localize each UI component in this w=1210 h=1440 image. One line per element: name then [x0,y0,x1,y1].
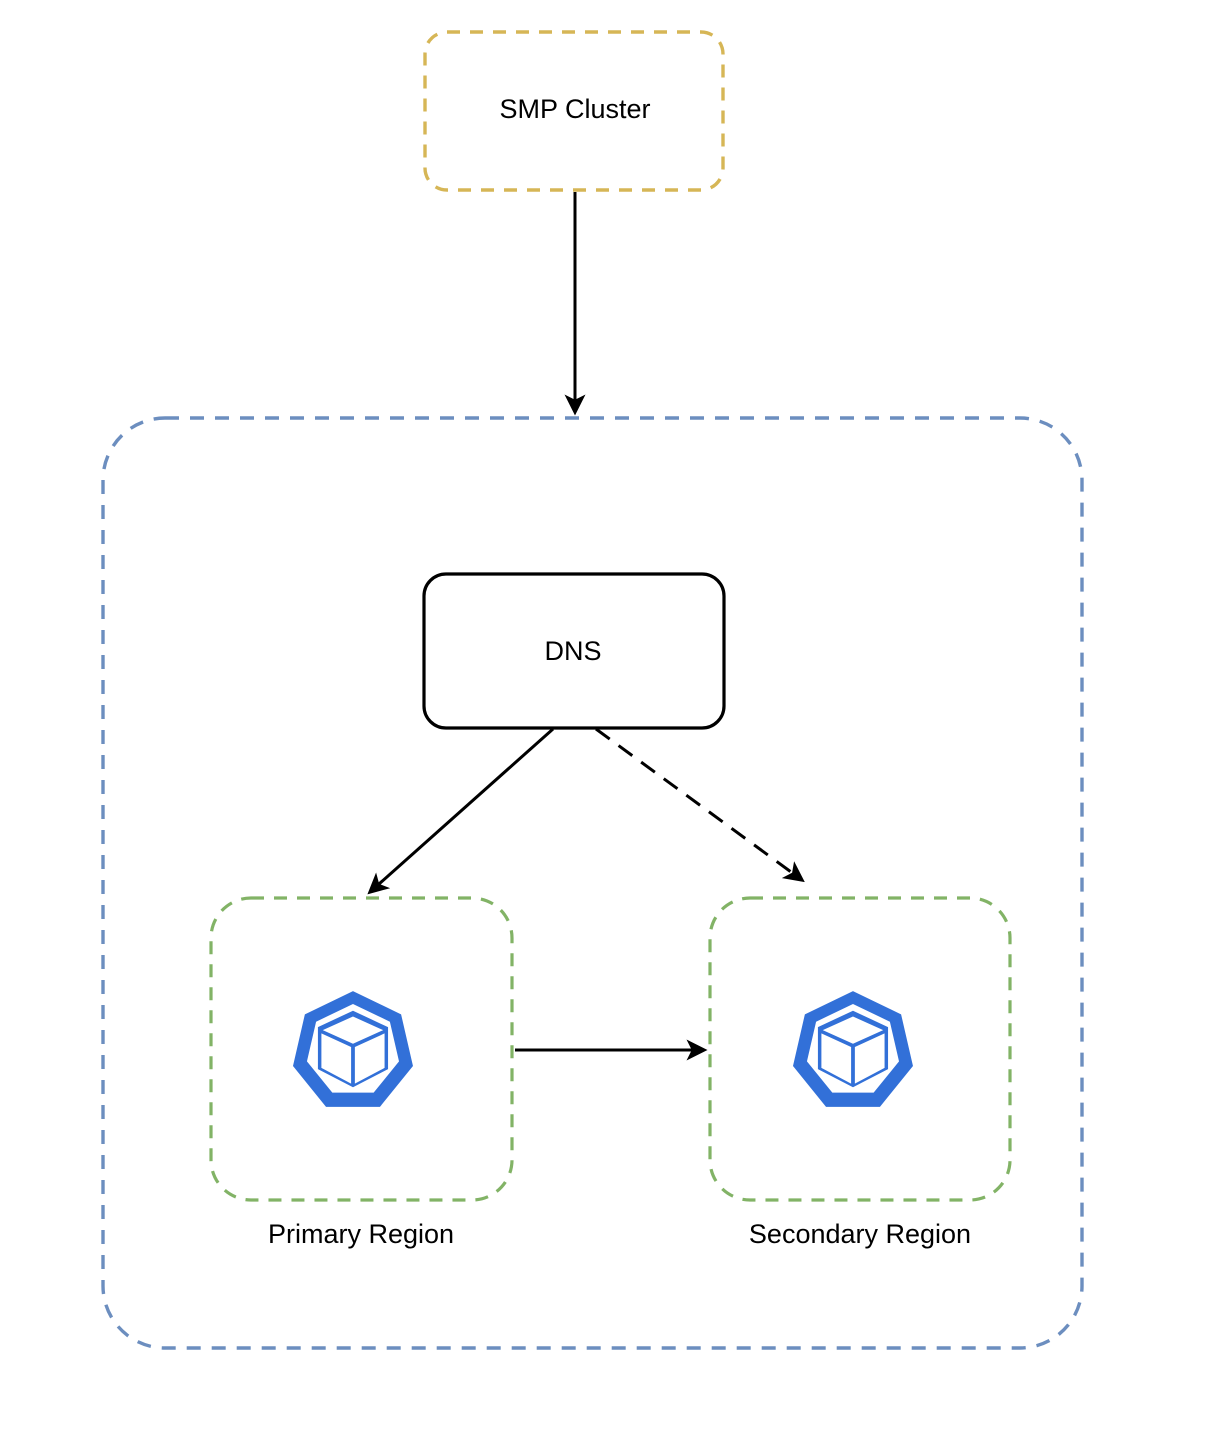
primary-kubernetes-node[interactable] [290,988,416,1108]
smp-cluster-node[interactable] [425,32,723,190]
dns-node[interactable] [424,574,724,728]
secondary-kubernetes-node[interactable] [790,988,916,1108]
platform-boundary-node[interactable] [103,418,1082,1348]
